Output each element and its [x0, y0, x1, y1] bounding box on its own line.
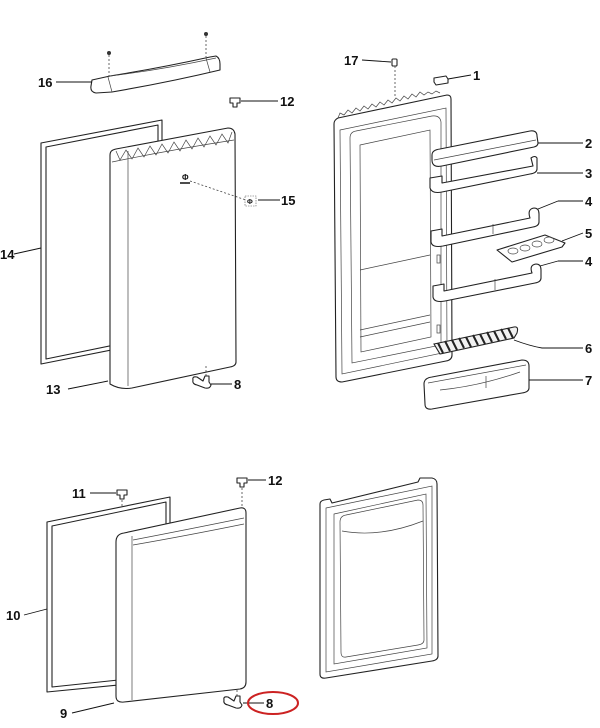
callout-17: 17: [344, 53, 358, 68]
leader-13: [67, 380, 109, 390]
callout-13: 13: [46, 382, 60, 397]
lower-inner-door-liner: [319, 477, 439, 679]
logo-badge-part-15: Φ: [189, 180, 257, 207]
bottle-shelf-part-7: [423, 359, 530, 410]
top-clip-part-1: [433, 75, 449, 86]
callout-11: 11: [72, 486, 86, 501]
door-handle-part-16: [90, 55, 221, 94]
callout-2: 2: [585, 136, 592, 151]
leader-14: [13, 247, 42, 255]
bushing-part-12: [229, 97, 241, 108]
callout-1: 1: [473, 68, 480, 83]
hinge-bracket-part-8-upper: [192, 366, 212, 389]
svg-text:Φ: Φ: [247, 199, 253, 206]
callout-5: 5: [585, 226, 592, 241]
callout-4a: 4: [585, 194, 593, 209]
leader-17: [361, 59, 392, 63]
hinge-bracket-part-8-lower: [223, 690, 243, 709]
callout-9: 9: [60, 706, 67, 721]
upper-door-part-13: Φ: [109, 127, 237, 390]
callout-12-lower: 12: [268, 473, 282, 488]
leader-4a: [537, 200, 559, 210]
inner-door-liner: [333, 90, 453, 383]
callout-12-upper: 12: [280, 94, 294, 109]
highlight-circle: [247, 691, 299, 715]
bottle-retainer-part-6: [433, 326, 519, 355]
door-shelf-part-3: [429, 155, 538, 194]
leader-5: [561, 232, 584, 242]
callout-4b: 4: [585, 254, 593, 269]
leader-6: [513, 339, 583, 349]
callout-8-lower: 8: [266, 696, 273, 711]
lower-door-part-9: [115, 507, 247, 703]
cap-pin-part-17: [391, 58, 398, 98]
callout-7: 7: [585, 373, 592, 388]
callout-16: 16: [38, 75, 52, 90]
leader-4b: [539, 260, 559, 267]
callout-8-upper: 8: [234, 377, 241, 392]
callout-10: 10: [6, 608, 20, 623]
egg-tray-part-5: [496, 234, 566, 263]
callout-14: 14: [0, 247, 15, 262]
door-shelf-part-4-upper: [430, 207, 540, 248]
leader-9: [71, 702, 115, 714]
screw-icon: [107, 32, 208, 76]
callout-3: 3: [585, 166, 592, 181]
bushing-part-12-lower: [236, 477, 248, 508]
svg-text:Φ: Φ: [182, 173, 189, 182]
door-shelf-part-4-lower: [432, 263, 542, 303]
callout-6: 6: [585, 341, 592, 356]
callout-15: 15: [281, 193, 295, 208]
leader-10: [23, 608, 48, 616]
leader-1: [447, 74, 472, 80]
